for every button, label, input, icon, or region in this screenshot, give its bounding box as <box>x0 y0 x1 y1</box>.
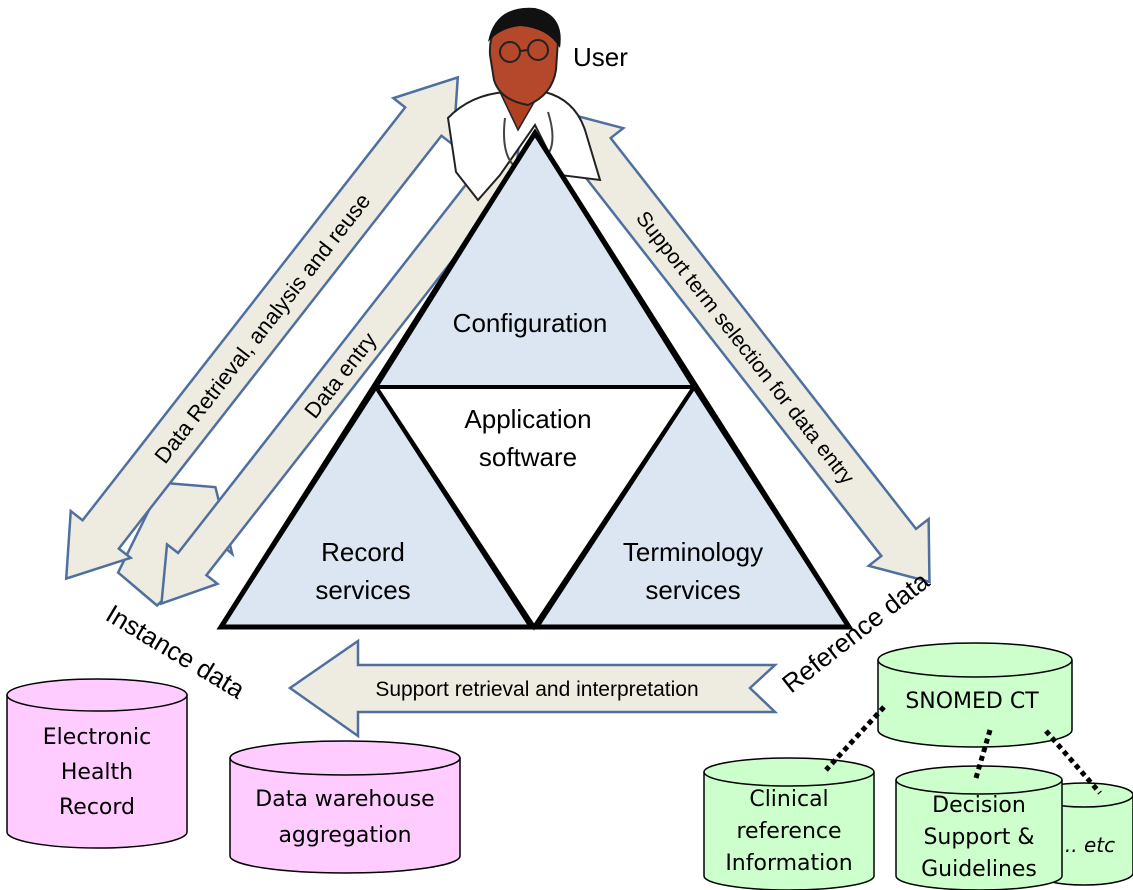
ehr-store: Electronic Health Record <box>6 678 188 849</box>
record-label-line2: services <box>315 575 410 605</box>
terminology-label-line1: Terminology <box>623 537 763 567</box>
architecture-triangle <box>216 128 854 631</box>
warehouse-store-top <box>229 740 461 776</box>
clinical-reference-store: Clinical reference Information <box>703 757 875 890</box>
warehouse-label-line2: aggregation <box>278 823 411 848</box>
snomed-store-top <box>877 642 1073 678</box>
retrieval-arrow-label: Data Retrieval, analysis and reuse <box>149 189 375 468</box>
support-retrieval-arrow: Support retrieval and interpretation <box>287 638 779 739</box>
decision-label-line1: Decision <box>932 793 1026 818</box>
ehr-label-line3: Record <box>59 795 135 820</box>
clinical-label-line1: Clinical <box>749 787 828 812</box>
record-label-line1: Record <box>321 537 405 567</box>
warehouse-label-line1: Data warehouse <box>255 787 434 812</box>
ehr-label-line2: Health <box>61 760 133 785</box>
snomed-store-body <box>877 660 1073 748</box>
snomed-label: SNOMED CT <box>905 689 1039 714</box>
triangle-outline <box>216 128 854 630</box>
decision-support-store: Decision Support & Guidelines <box>895 765 1063 890</box>
support-retrieval-arrow-outline <box>287 638 779 739</box>
decision-label-line2: Support & <box>923 825 1034 850</box>
warehouse-store-body <box>229 758 461 874</box>
application-label-line2: software <box>479 442 577 472</box>
clinical-store-top <box>703 757 875 787</box>
decision-store-top <box>895 765 1063 795</box>
application-label-line1: Application <box>464 404 591 434</box>
ehr-store-body <box>6 695 188 849</box>
snomed-to-etc-connector <box>1044 729 1102 795</box>
ehr-label-line1: Electronic <box>43 725 151 750</box>
user-label: User <box>573 42 628 72</box>
ehr-store-top <box>6 678 188 712</box>
configuration-label: Configuration <box>453 308 608 338</box>
decision-label-line3: Guidelines <box>921 857 1037 882</box>
snomed-to-clinical-connector <box>824 705 886 772</box>
etc-label: .. etc <box>1065 833 1115 857</box>
data-warehouse-store: Data warehouse aggregation <box>229 740 461 874</box>
application-software-segment <box>372 385 698 631</box>
clinical-label-line2: reference <box>736 819 841 844</box>
support-retrieval-arrow-label: Support retrieval and interpretation <box>375 678 698 701</box>
clinical-label-line3: Information <box>725 851 852 876</box>
terminology-label-line2: services <box>645 575 740 605</box>
retrieval-arrow-outline <box>64 75 460 581</box>
snomed-store: SNOMED CT <box>877 642 1073 748</box>
